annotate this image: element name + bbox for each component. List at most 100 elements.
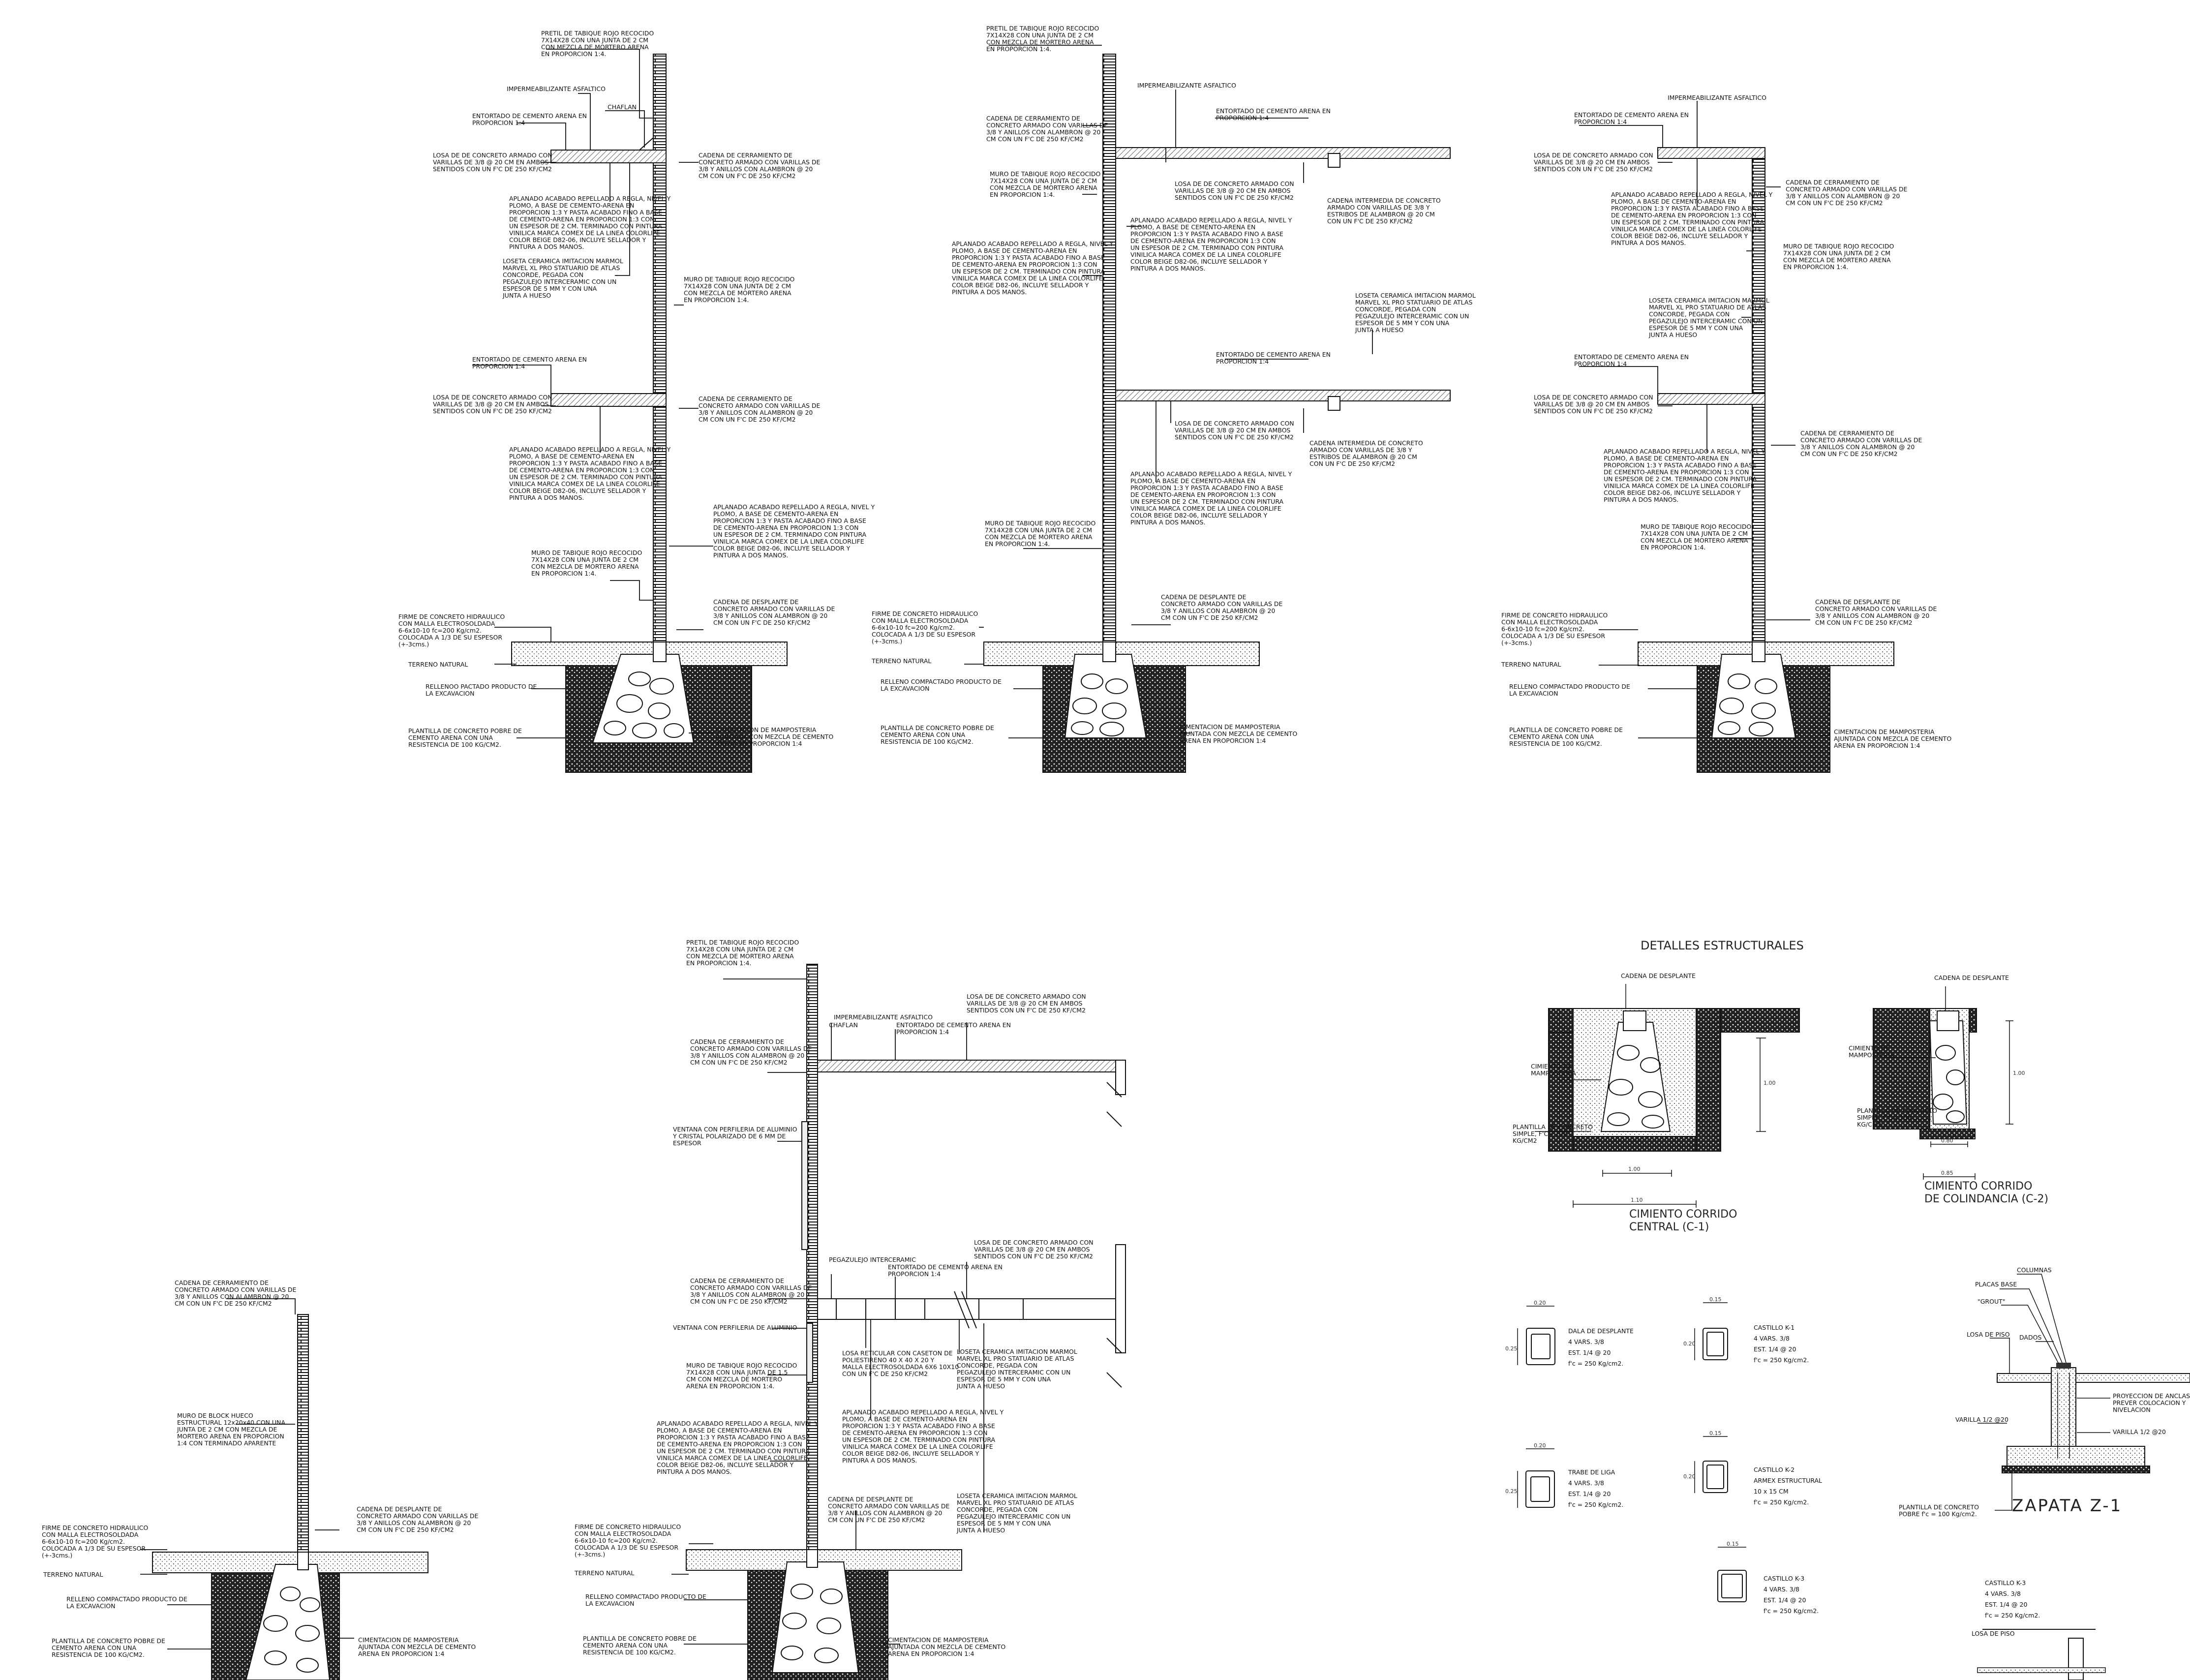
dim-k2-h: 0.20: [1683, 1473, 1696, 1480]
block-wall: [297, 1314, 309, 1561]
roof-slab: [550, 150, 667, 163]
label-terreno-5: TERRENO NATURAL: [574, 1569, 634, 1577]
c2-cadena-label: CADENA DE DESPLANTE: [1934, 974, 2009, 981]
brick-wall: [653, 54, 667, 645]
label-imperm-5: IMPERMEABILIZANTE ASFALTICO: [834, 1013, 933, 1021]
label-terreno-4: TERRENO NATURAL: [43, 1571, 103, 1578]
k3b-losa-piso: LOSA DE PISO: [1972, 1630, 2015, 1637]
z1-label-losa: LOSA DE PISO: [1967, 1331, 2010, 1338]
label-aplanado-2c: APLANADO ACABADO REPELLADO A REGLA, NIVE…: [1130, 470, 1292, 526]
dim-c2-width: 0.80: [1941, 1137, 1953, 1144]
label-aplanado-1: APLANADO ACABADO REPELLADO A REGLA, NIVE…: [509, 195, 671, 250]
dim-c2-total: 0.85: [1941, 1170, 1953, 1176]
label-imperm-3: IMPERMEABILIZANTE ASFALTICO: [1668, 94, 1766, 101]
label-aplanado-2: APLANADO ACABADO REPELLADO A REGLA, NIVE…: [1130, 216, 1292, 272]
brick-wall: [1102, 54, 1116, 645]
label-pegazulejo-5: PEGAZULEJO INTERCERAMIC: [829, 1256, 916, 1263]
label-chaflan-5: CHAFLAN: [829, 1021, 858, 1029]
dim-k1-h: 0.20: [1683, 1341, 1696, 1347]
wall-section-3: [1638, 147, 1894, 773]
dim-c1-height: 1.00: [1764, 1080, 1776, 1086]
dim-c1-width: 1.00: [1628, 1166, 1641, 1172]
floor-slab: [1115, 390, 1451, 401]
dim-k3-w: 0.15: [1727, 1541, 1739, 1547]
masonry-foundation: [1064, 654, 1147, 738]
label-aplanado-5b: APLANADO ACABADO REPELLADO A REGLA, NIVE…: [657, 1420, 819, 1475]
dim-k2-w: 0.15: [1709, 1430, 1722, 1436]
label-imperm-1: IMPERMEABILIZANTE ASFALTICO: [507, 85, 606, 92]
window-frame-2: [806, 1323, 813, 1383]
z1-label-dados: DADOS: [2019, 1334, 2041, 1341]
dim-dala-w: 0.20: [1534, 1300, 1546, 1306]
dim-k1-w: 0.15: [1709, 1296, 1722, 1303]
roof-slab: [1115, 147, 1451, 159]
dim-trabe-w: 0.20: [1534, 1442, 1546, 1449]
footing-c1: [1535, 984, 1800, 1208]
sheet-title: DETALLES ESTRUCTURALES: [1641, 939, 1804, 952]
z1-label-varilla-l: VARILLA 1/2 @20: [1955, 1416, 2008, 1423]
wall-section-4: [152, 1314, 428, 1680]
label-aplanado-3: APLANADO ACABADO REPELLADO A REGLA, NIVE…: [1611, 191, 1773, 246]
z1-label-placas: PLACAS BASE: [1975, 1281, 2017, 1288]
masonry-foundation: [771, 1561, 859, 1673]
wall-section-1: [511, 54, 788, 773]
roof-slab: [817, 1060, 1126, 1072]
dim-dala-h: 0.25: [1505, 1345, 1518, 1352]
dim-trabe-h: 0.25: [1505, 1488, 1518, 1495]
roof-slab: [1657, 147, 1765, 159]
label-aplanado-2b: APLANADO ACABADO REPELLADO A REGLA, NIVE…: [952, 240, 1114, 296]
label-terreno-1: TERRENO NATURAL: [408, 661, 468, 668]
label-terreno-3: TERRENO NATURAL: [1501, 661, 1561, 668]
z1-title: ZAPATA Z-1: [2012, 1496, 2122, 1516]
